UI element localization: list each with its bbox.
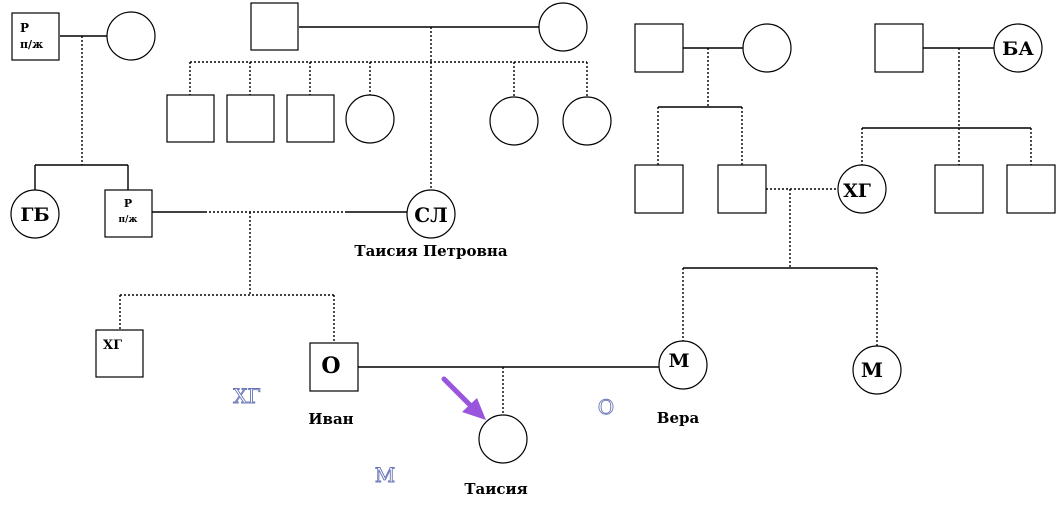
person-female-sl: СЛ — [406, 189, 456, 239]
person-symbol: БА — [1002, 38, 1034, 60]
connection-lines — [34, 26, 1032, 415]
person-female-m-right: М — [852, 345, 902, 395]
person-female-hg-right: ХГ — [837, 164, 887, 214]
person-symbol: М — [861, 358, 883, 382]
sl-circle — [406, 189, 456, 239]
sibling-female-2 — [489, 96, 539, 146]
person-name-taisiya-petrovna: Таисия Петровна — [354, 242, 507, 260]
person-symbol: ГБ — [20, 204, 49, 226]
person-symbol-line1: Р — [20, 21, 29, 35]
vera-circle — [658, 340, 708, 390]
person-female-ba: БА — [993, 23, 1043, 73]
sibling-male-1 — [166, 94, 215, 143]
person-female-vera: М — [658, 340, 708, 390]
person-female-gb: ГБ — [10, 189, 60, 239]
person-female-top-center — [538, 2, 588, 52]
person-male-top-right-1 — [634, 23, 684, 73]
person-female-top-left — [106, 11, 156, 61]
sibling-male-3 — [286, 94, 335, 143]
person-female-top-right-1 — [742, 23, 792, 73]
person-male-top-right-2 — [874, 23, 924, 73]
person-name-taisiya: Таисия — [464, 480, 527, 498]
sibling-male-right-3 — [934, 164, 984, 214]
ivan-square — [309, 342, 359, 392]
person-name-ivan: Иван — [308, 410, 353, 428]
person-symbol: О — [321, 353, 340, 379]
sibling-male-right-2 — [717, 164, 767, 214]
person-symbol: СЛ — [414, 203, 448, 227]
person-symbol-line2: п/ж — [119, 215, 138, 225]
sibling-female-1 — [345, 94, 395, 144]
person-symbol: ХГ — [103, 338, 122, 353]
person-name-vera: Вера — [657, 409, 700, 427]
person-male-hg-left: ХГ — [95, 329, 144, 378]
person-male-ivan: О — [309, 342, 359, 392]
person-male-rpzh-mid: Р п/ж — [104, 189, 153, 238]
person-symbol-line1: Р — [124, 197, 132, 210]
proband-arrow-icon — [441, 376, 486, 420]
person-symbol: ХГ — [843, 180, 871, 202]
sibling-male-right-1 — [634, 164, 684, 214]
person-symbol: М — [668, 350, 689, 372]
sibling-male-2 — [226, 94, 275, 143]
person-male-rpzh-top: Р п/ж — [11, 12, 60, 61]
person-female-taisiya-proband — [478, 414, 528, 464]
person-male-top-center — [250, 2, 299, 51]
annotation-o: О — [598, 395, 614, 419]
person-symbol-line2: п/ж — [20, 38, 43, 51]
annotation-m: М — [375, 463, 395, 487]
sibling-female-3 — [562, 96, 612, 146]
sibling-male-right-4 — [1006, 164, 1056, 214]
annotation-hg: ХГ — [233, 384, 260, 408]
